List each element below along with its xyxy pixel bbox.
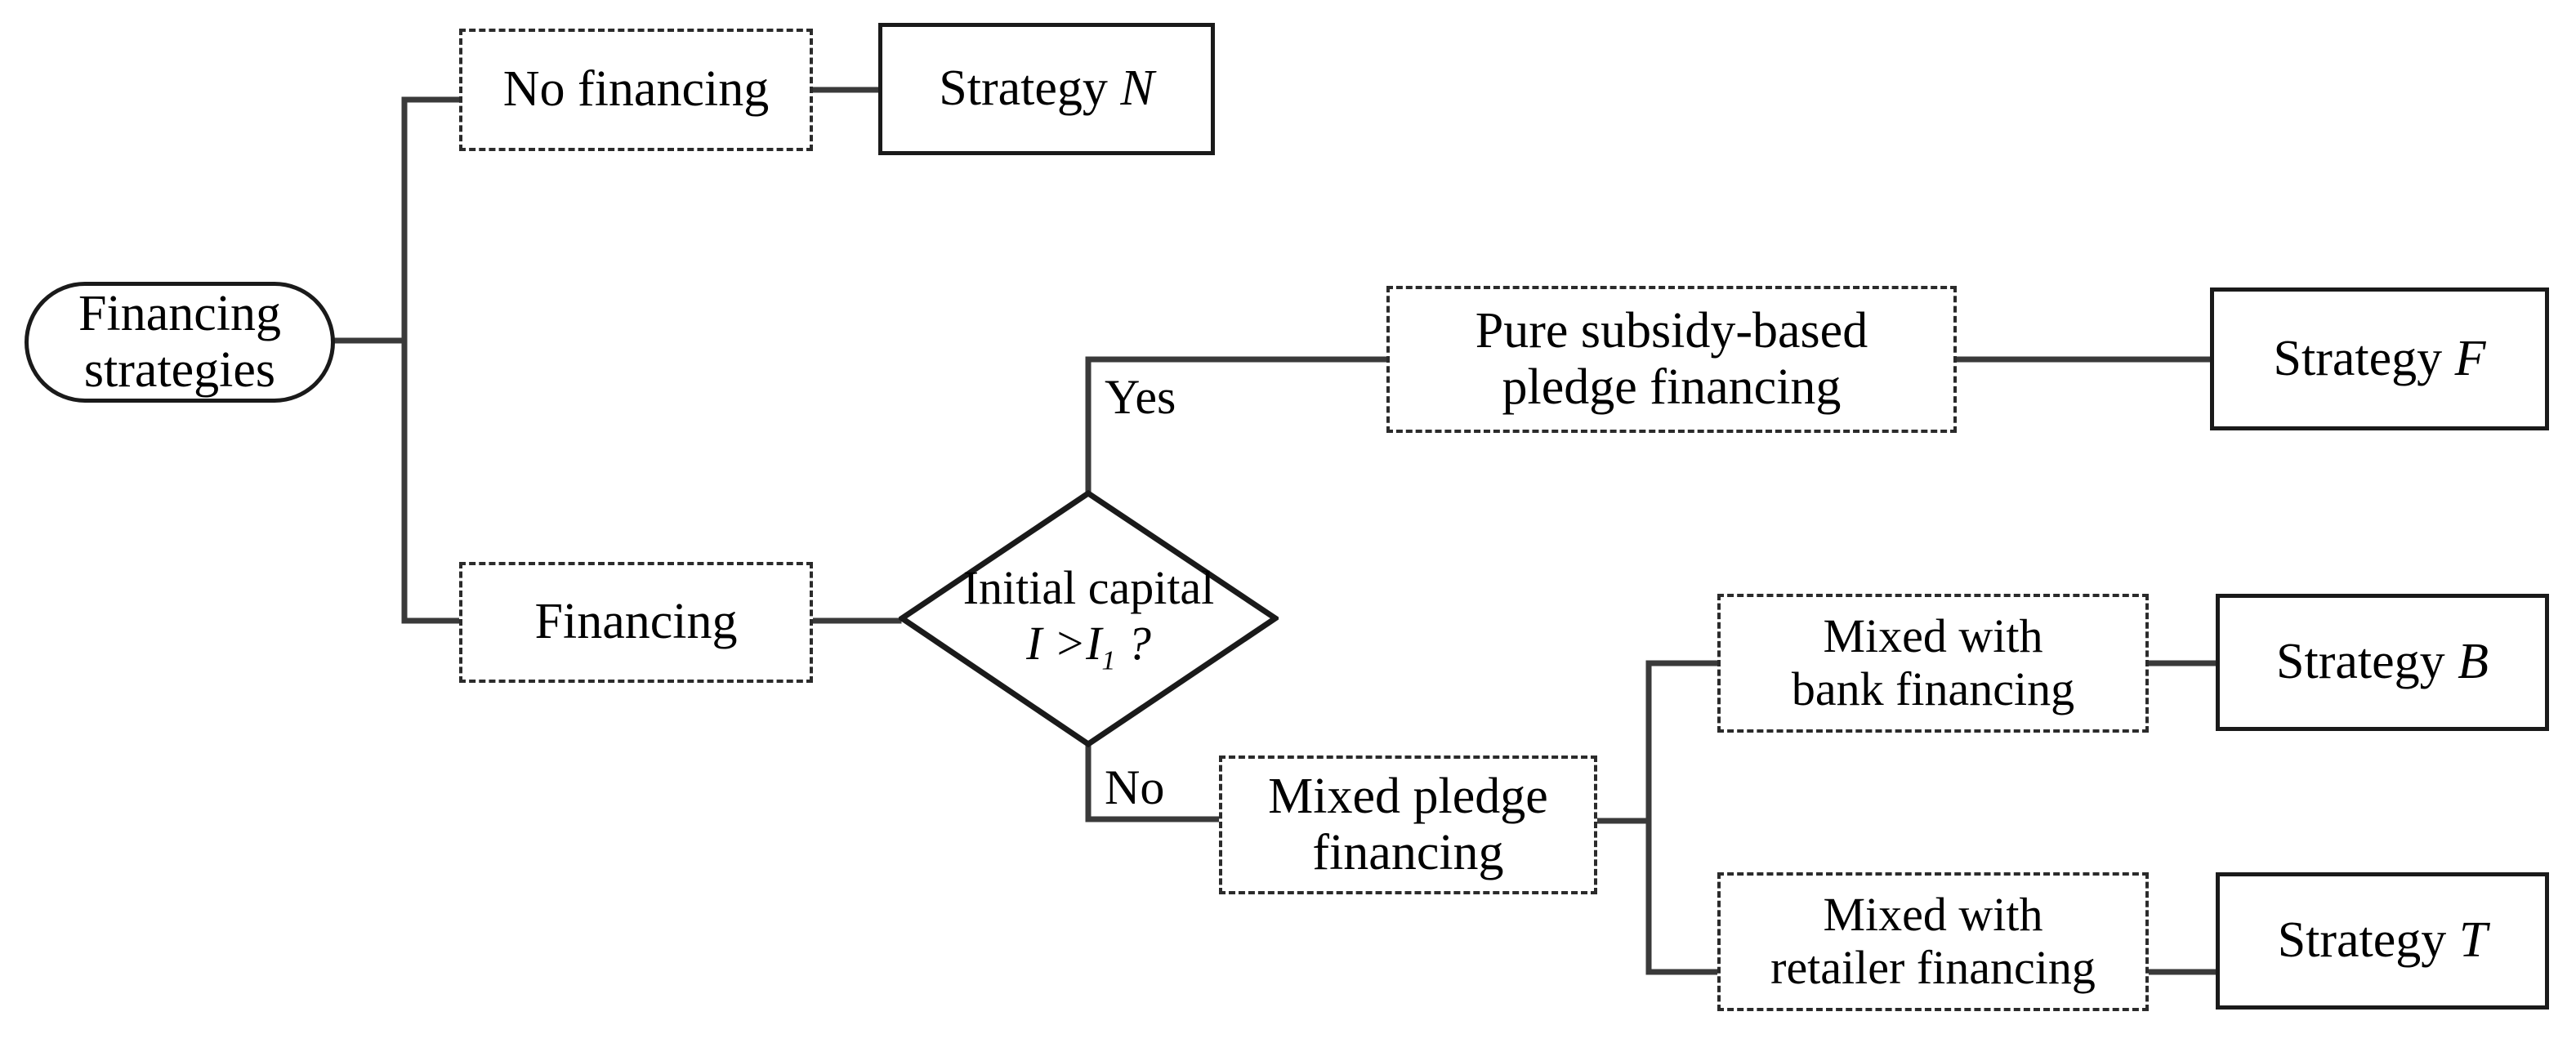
node-mixed-bank-label: Mixed with bank financing <box>1791 609 2075 715</box>
node-mixed-pledge-financing[interactable]: Mixed pledge financing <box>1219 756 1597 894</box>
node-no-financing[interactable]: No financing <box>459 29 813 151</box>
node-strategy-n[interactable]: Strategy N <box>878 23 1215 155</box>
node-financing[interactable]: Financing <box>459 562 813 683</box>
node-financing-strategies-label: Financing strategies <box>78 285 281 398</box>
edge-label-no: No <box>1105 760 1165 814</box>
strategy-t-symbol: T <box>2458 912 2488 969</box>
node-strategy-n-label: Strategy N <box>939 60 1154 117</box>
strategy-n-prefix: Strategy <box>939 60 1121 117</box>
node-pure-subsidy-pledge-financing[interactable]: Pure subsidy-based pledge financing <box>1386 286 1957 433</box>
node-decision-initial-capital[interactable]: Initial capital I >I1 ? <box>899 490 1279 747</box>
strategy-f-prefix: Strategy <box>2273 330 2455 386</box>
strategy-b-symbol: B <box>2458 634 2489 690</box>
edge-label-yes: Yes <box>1105 370 1176 424</box>
node-strategy-t[interactable]: Strategy T <box>2216 872 2549 1010</box>
node-mixed-pledge-label: Mixed pledge financing <box>1268 768 1548 880</box>
node-pure-subsidy-label: Pure subsidy-based pledge financing <box>1475 302 1868 415</box>
strategy-b-prefix: Strategy <box>2276 634 2458 690</box>
node-strategy-b[interactable]: Strategy B <box>2216 594 2549 731</box>
node-strategy-t-label: Strategy T <box>2278 912 2488 969</box>
node-financing-label: Financing <box>534 594 738 650</box>
diamond-shape <box>899 490 1279 747</box>
strategy-n-symbol: N <box>1120 60 1154 117</box>
node-no-financing-label: No financing <box>502 61 770 118</box>
node-mixed-with-retailer-financing[interactable]: Mixed with retailer financing <box>1717 872 2149 1011</box>
node-financing-strategies[interactable]: Financing strategies <box>25 282 335 403</box>
node-mixed-retailer-label: Mixed with retailer financing <box>1770 888 2096 994</box>
node-mixed-with-bank-financing[interactable]: Mixed with bank financing <box>1717 594 2149 733</box>
strategy-f-symbol: F <box>2454 330 2486 386</box>
strategy-t-prefix: Strategy <box>2277 912 2459 969</box>
node-strategy-f-label: Strategy F <box>2274 331 2486 387</box>
node-strategy-b-label: Strategy B <box>2276 634 2489 690</box>
node-strategy-f[interactable]: Strategy F <box>2210 287 2549 430</box>
